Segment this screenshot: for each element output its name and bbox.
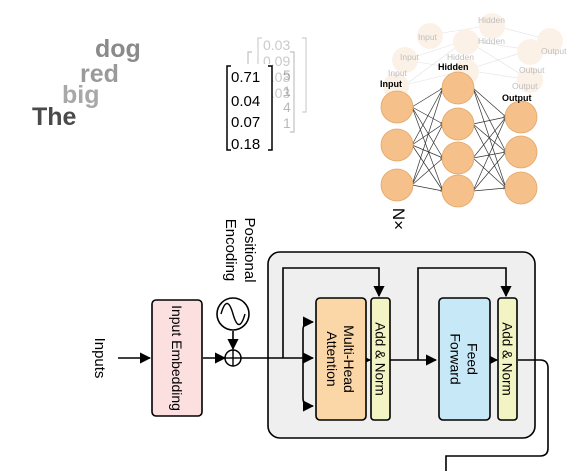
- network-edge: [472, 116, 507, 125]
- feed-forward-box: [438, 297, 491, 421]
- network-edge: [472, 87, 507, 153]
- encoder-block: [267, 251, 536, 439]
- word-big: big: [62, 81, 100, 109]
- repeat-label: N×: [389, 208, 408, 230]
- word-the: The: [32, 103, 77, 131]
- input-embedding-label: Input Embedding: [169, 305, 185, 411]
- neural-network: Input Hidden Output: [380, 62, 538, 208]
- vector-value: 0.18: [231, 136, 260, 153]
- network-edge: [411, 144, 444, 159]
- ghost-label-hidden: Hidden: [478, 36, 505, 46]
- flow-lines: [118, 267, 549, 471]
- network-edge: [411, 87, 444, 146]
- hidden-neuron: [441, 141, 475, 175]
- network-label-input: Input: [380, 79, 402, 89]
- network-edge: [472, 123, 507, 189]
- add-norm-text-2: Add & Norm: [500, 322, 515, 396]
- ghost-label-input: Input: [418, 32, 438, 42]
- feed-forward-line1: Feed: [465, 343, 481, 375]
- add-plus-icon: [224, 349, 242, 367]
- vector-ghost-value: 1: [283, 115, 291, 131]
- vector-value: 0.04: [231, 93, 260, 110]
- network-edges: [411, 87, 507, 192]
- feed-forward-line2: Forward: [448, 333, 464, 384]
- input-neuron: [380, 128, 414, 162]
- network-edge: [472, 87, 507, 118]
- inputs-label: Inputs: [91, 338, 108, 379]
- network-edge: [472, 151, 507, 159]
- multi-head-line1: Multi-Head: [341, 325, 357, 393]
- feed-forward-label: Feed Forward: [448, 333, 481, 384]
- network-edge: [411, 157, 444, 186]
- network-edge: [411, 106, 444, 125]
- word-red: red: [80, 60, 119, 88]
- network-edge: [411, 144, 444, 192]
- positional-encoding-wave-icon: [216, 297, 250, 331]
- word-dog: dog: [95, 35, 141, 63]
- ghost-label-hidden: Hidden: [478, 15, 505, 25]
- ghost-label-input: Input: [400, 52, 420, 62]
- hidden-neuron: [441, 174, 475, 208]
- inputs-text: Inputs: [91, 338, 108, 379]
- network-edge: [411, 123, 444, 186]
- neural-network-ghost: Hidden Input Hidden Output Input Hidden …: [383, 13, 567, 99]
- vector-value: 0.71: [231, 69, 260, 86]
- input-embedding-box: [151, 299, 203, 417]
- network-label-hidden: Hidden: [438, 62, 469, 72]
- output-neuron: [504, 171, 538, 205]
- add-norm-label-2: Add & Norm: [500, 322, 515, 396]
- vector-ghost-value: 1: [283, 83, 291, 99]
- network-edge: [472, 151, 507, 192]
- add-norm-box-1: [370, 297, 391, 421]
- network-label-output: Output: [502, 93, 532, 103]
- ghost-label-output: Output: [541, 46, 567, 56]
- ghost-label-output: Output: [512, 81, 538, 91]
- output-neuron: [504, 135, 538, 169]
- hidden-neuron: [441, 71, 475, 105]
- network-edge: [411, 87, 444, 186]
- network-nodes: [380, 71, 538, 208]
- output-neuron: [504, 100, 538, 134]
- multi-head-attention-label: Multi-Head Attention: [324, 325, 357, 393]
- hidden-neuron: [441, 107, 475, 141]
- network-edge: [472, 116, 507, 192]
- ghost-label-output: Output: [519, 65, 545, 75]
- vector-front: 0.71 0.04 0.07 0.18: [224, 64, 273, 153]
- vector-ghost-value: 4: [283, 99, 291, 115]
- vector-value: 0.07: [231, 114, 260, 131]
- add-norm-text-1: Add & Norm: [373, 322, 388, 396]
- network-edge: [472, 116, 507, 159]
- network-edge: [472, 186, 507, 192]
- vector-ghost-value: 0.03: [263, 37, 290, 53]
- network-edge: [411, 123, 444, 146]
- ghost-label-hidden: Hidden: [447, 52, 474, 62]
- repeat-count: N×: [389, 208, 408, 230]
- positional-encoding-line1: Positional: [241, 217, 258, 282]
- positional-encoding-line2: Encoding: [222, 219, 239, 282]
- multi-head-attention-box: [315, 297, 367, 421]
- network-edge: [472, 157, 507, 189]
- word-stack: dog red big The: [32, 35, 141, 131]
- multi-head-line2: Attention: [324, 331, 340, 386]
- input-neuron: [380, 90, 414, 124]
- add-norm-label-1: Add & Norm: [373, 322, 388, 396]
- vector-stack: 0.03 0.09 0.03 0.03 5 1 4 1 0.71 0.04 0.…: [224, 37, 307, 153]
- network-edge: [411, 87, 444, 108]
- add-norm-box-2: [497, 297, 518, 421]
- positional-encoding-label: Positional Encoding: [222, 217, 258, 282]
- input-neuron: [380, 168, 414, 202]
- vector-ghost-value: 5: [283, 67, 291, 83]
- ghost-label-input: Input: [388, 68, 408, 78]
- network-edge: [411, 184, 444, 192]
- input-embedding-line1: Input Embedding: [169, 305, 185, 411]
- network-edge: [411, 106, 444, 192]
- network-edge: [411, 106, 444, 159]
